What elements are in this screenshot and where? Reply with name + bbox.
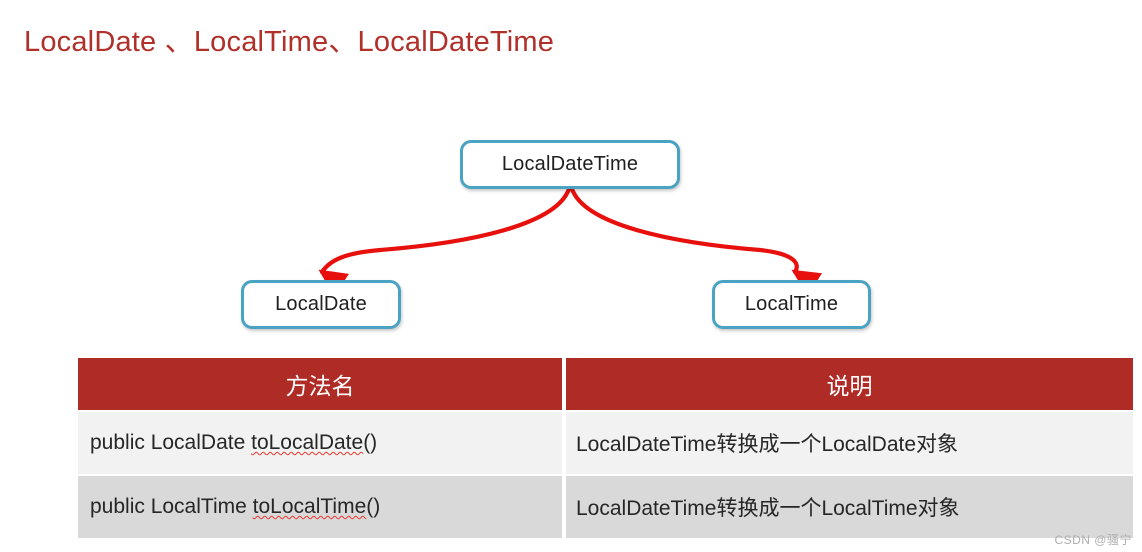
cell-method-description: LocalDateTime转换成一个LocalTime对象 <box>566 474 1133 538</box>
cell-method-signature: public LocalDate toLocalDate() <box>78 410 566 474</box>
method-name: toLocalTime <box>252 495 367 518</box>
method-suffix: () <box>363 431 378 454</box>
node-localdatetime-label: LocalDateTime <box>501 153 639 175</box>
cell-method-description: LocalDateTime转换成一个LocalDate对象 <box>566 410 1133 474</box>
arrow-to-localdate <box>318 186 572 297</box>
arrow-to-localtime <box>569 186 823 296</box>
node-localtime[interactable]: LocalTime <box>712 280 871 329</box>
node-localdatetime[interactable]: LocalDateTime <box>460 140 680 189</box>
table-row: public LocalDate toLocalDate() LocalDate… <box>78 410 1133 474</box>
node-localdate-label: LocalDate <box>275 293 367 315</box>
column-header-method: 方法名 <box>78 358 566 410</box>
column-header-description: 说明 <box>566 358 1133 410</box>
table-row: public LocalTime toLocalTime() LocalDate… <box>78 474 1133 538</box>
cell-method-signature: public LocalTime toLocalTime() <box>78 474 566 538</box>
diagram-arrow-layer <box>318 186 823 297</box>
method-suffix: () <box>366 495 381 518</box>
csdn-watermark: CSDN @骚宁 <box>1054 533 1132 547</box>
node-localtime-label: LocalTime <box>744 293 839 315</box>
node-localdate[interactable]: LocalDate <box>241 280 401 329</box>
page-title: LocalDate 、LocalTime、LocalDateTime <box>24 26 555 58</box>
method-prefix: public LocalTime <box>90 495 253 518</box>
class-hierarchy-diagram: LocalDateTime LocalDate LocalTime <box>241 140 871 329</box>
method-name: toLocalDate <box>251 431 364 454</box>
method-table: 方法名 说明 public LocalDate toLocalDate() Lo… <box>78 358 1133 538</box>
table-header-row: 方法名 说明 <box>78 358 1133 410</box>
method-prefix: public LocalDate <box>90 431 252 454</box>
